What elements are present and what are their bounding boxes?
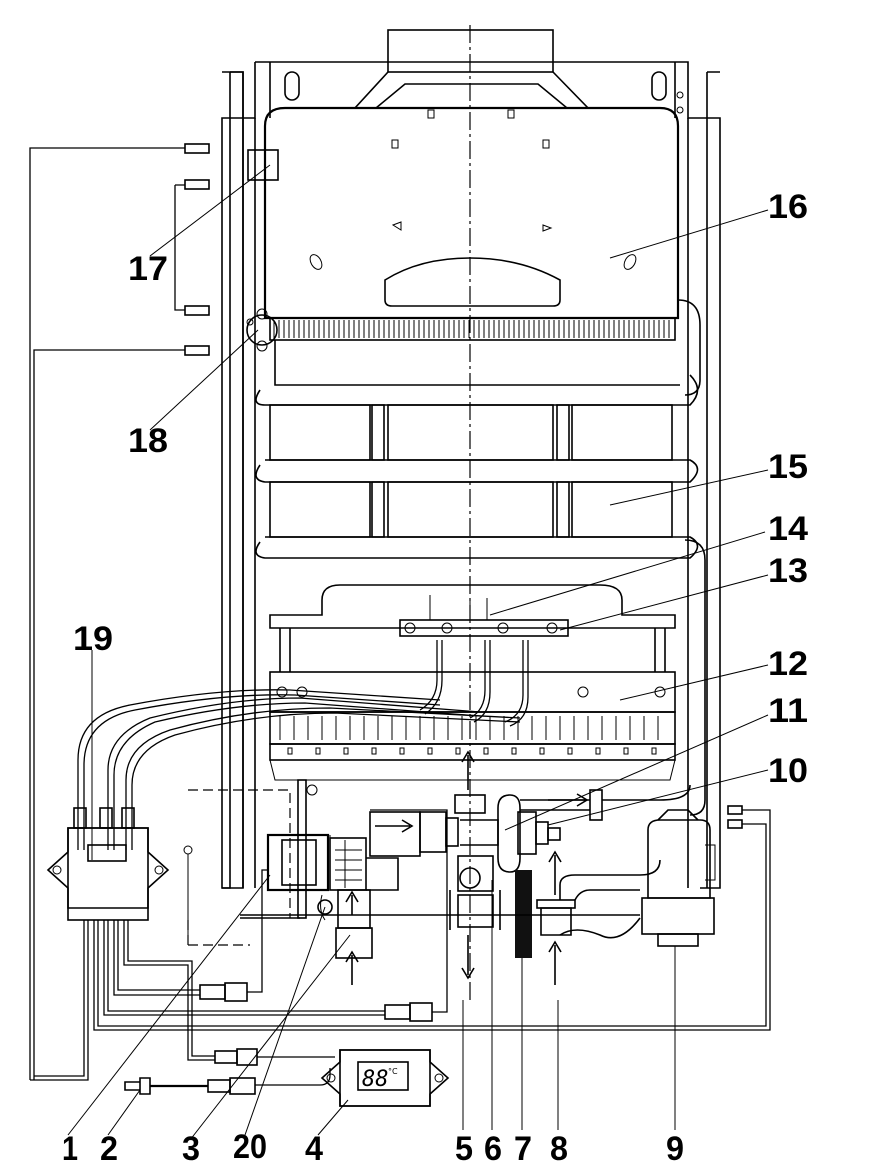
heat-exchanger-coil bbox=[255, 299, 706, 816]
sensor-wires bbox=[29, 143, 210, 1081]
back-frame bbox=[221, 61, 721, 889]
display-digits: 88 bbox=[362, 1067, 389, 1092]
callout-4: 4 bbox=[305, 1130, 323, 1168]
callout-11: 11 bbox=[768, 692, 808, 730]
water-flow-sensor bbox=[515, 870, 576, 958]
callout-14: 14 bbox=[768, 510, 808, 548]
flow-arrows bbox=[345, 750, 589, 985]
callout-16: 16 bbox=[768, 188, 808, 226]
electrode-leads bbox=[77, 640, 529, 850]
solenoid-valve bbox=[266, 833, 399, 892]
burner-assembly bbox=[269, 584, 676, 781]
temperature-display: 88 °C bbox=[320, 1049, 450, 1107]
callout-9: 9 bbox=[666, 1130, 684, 1168]
heat-exchanger-fins bbox=[269, 317, 676, 341]
display-unit: °C bbox=[388, 1067, 398, 1076]
overheat-sensor bbox=[246, 308, 278, 352]
callout-20: 20 bbox=[233, 1128, 267, 1166]
callout-13: 13 bbox=[768, 552, 808, 590]
callout-1: 1 bbox=[62, 1130, 78, 1168]
callout-2: 2 bbox=[100, 1130, 118, 1168]
callout-10: 10 bbox=[768, 752, 808, 790]
water-pump-motor bbox=[641, 809, 716, 947]
callout-8: 8 bbox=[550, 1130, 568, 1168]
callout-19: 19 bbox=[73, 620, 113, 658]
callout-18: 18 bbox=[128, 422, 168, 460]
callout-labels: 1 2 3 20 4 5 6 7 8 9 10 11 12 13 14 15 1… bbox=[62, 188, 808, 1168]
callout-5: 5 bbox=[455, 1130, 473, 1168]
leader-lines bbox=[67, 164, 769, 1141]
flue-outlet bbox=[353, 29, 590, 109]
water-valve bbox=[497, 784, 691, 873]
callout-6: 6 bbox=[484, 1130, 502, 1168]
callout-15: 15 bbox=[768, 448, 808, 486]
callout-7: 7 bbox=[514, 1130, 532, 1168]
control-wiring bbox=[93, 779, 771, 1095]
water-inlet-pipe bbox=[317, 889, 373, 959]
hot-water-outlet-pipe bbox=[240, 859, 661, 939]
callout-12: 12 bbox=[768, 645, 808, 683]
flue-hood bbox=[247, 106, 680, 320]
callout-3: 3 bbox=[182, 1130, 200, 1168]
callout-17: 17 bbox=[128, 250, 168, 288]
gas-valve bbox=[369, 794, 499, 928]
